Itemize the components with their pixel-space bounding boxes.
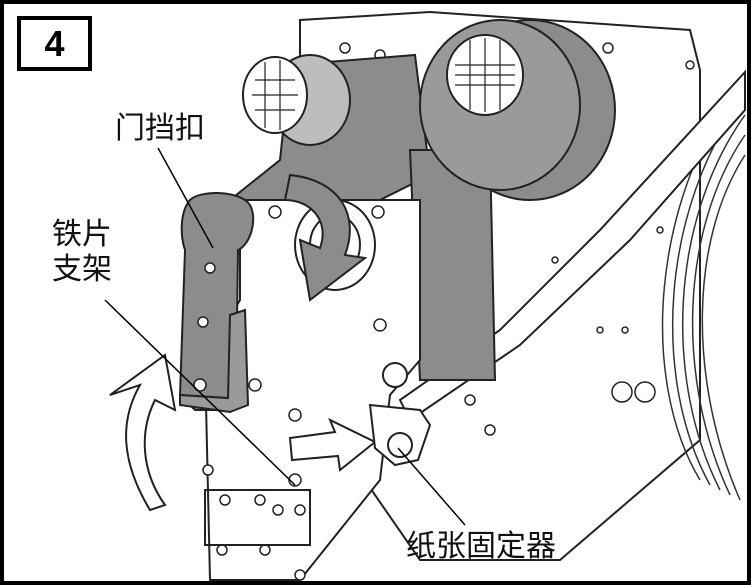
door-latch-label-text: 门挡扣 bbox=[115, 111, 205, 146]
leader-lines bbox=[104, 147, 466, 526]
printhead-screws bbox=[202, 205, 387, 581]
leader-door-latch bbox=[157, 147, 214, 249]
step-number-box: 4 bbox=[17, 16, 92, 71]
bracket-label-line2: 支架 bbox=[52, 251, 112, 287]
bracket-label: 铁片 支架 bbox=[52, 217, 112, 287]
paper-holder-label-text: 纸张固定器 bbox=[406, 529, 556, 564]
latch-hook bbox=[179, 308, 250, 414]
lower-bracket bbox=[204, 489, 311, 546]
step-number: 4 bbox=[44, 22, 65, 64]
paper-holder-knob bbox=[387, 432, 413, 458]
leader-bracket bbox=[104, 299, 296, 486]
ribbon-roll-large bbox=[419, 19, 616, 201]
push-arrow-right bbox=[288, 417, 377, 472]
rotate-arrow-top bbox=[283, 173, 368, 302]
bracket-label-line1: 铁片 bbox=[52, 217, 112, 252]
lever-holes bbox=[193, 262, 216, 392]
lower-roller-end bbox=[382, 362, 408, 388]
door-latch-label: 门挡扣 bbox=[115, 111, 205, 147]
paper-holder-label: 纸张固定器 bbox=[406, 529, 556, 565]
take-up-spindle bbox=[242, 54, 351, 146]
rotate-arrow-left bbox=[109, 353, 177, 512]
leader-paper-holder bbox=[397, 447, 466, 526]
